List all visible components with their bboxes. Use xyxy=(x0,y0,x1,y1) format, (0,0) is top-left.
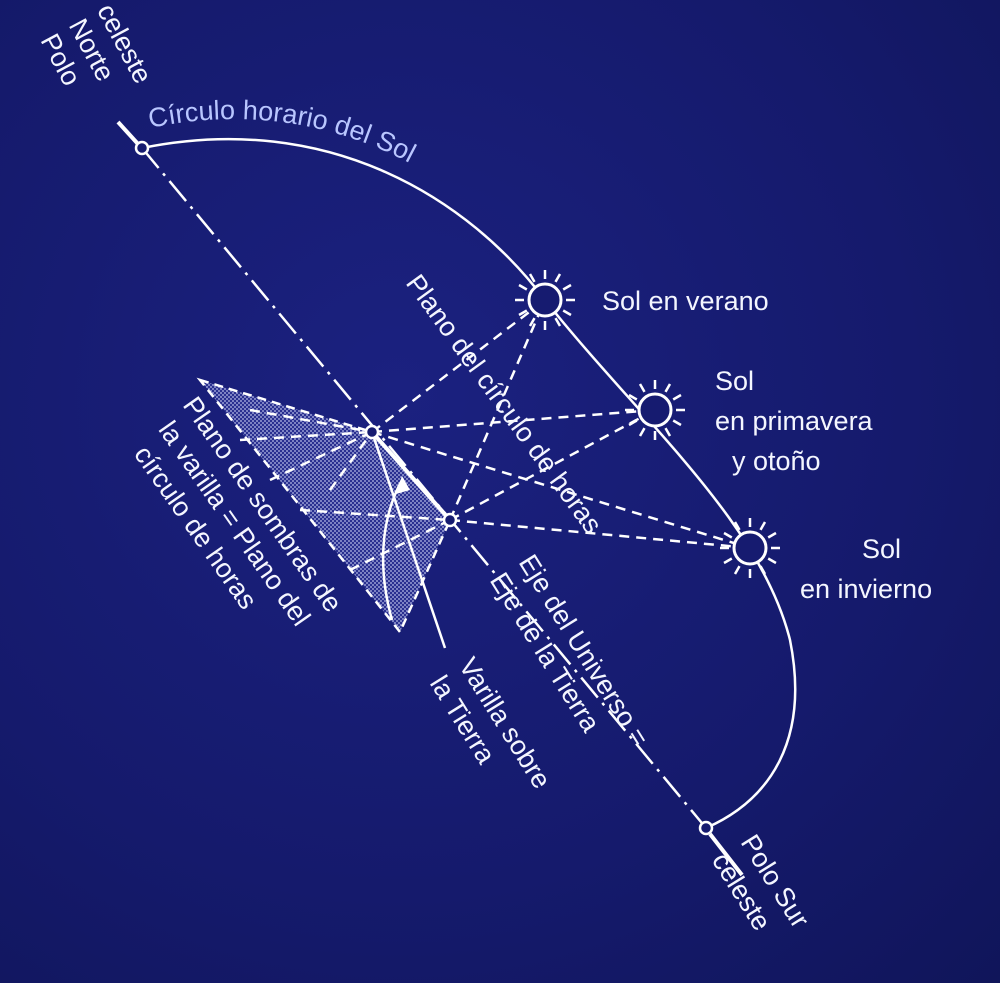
north-pole-label: Polo Norte celeste xyxy=(35,0,158,91)
rod-base-point xyxy=(442,512,458,528)
rod-leader xyxy=(370,431,447,649)
label-line: Sol xyxy=(862,534,901,564)
sun-winter-icon xyxy=(720,518,780,578)
label-line: y otoño xyxy=(732,446,821,476)
label-line: en primavera xyxy=(715,406,874,436)
hour-circle-label: Círculo horario del Sol xyxy=(146,95,421,168)
rod-top-point xyxy=(364,424,380,440)
angle-arc-arrow xyxy=(381,479,404,621)
south-pole-point xyxy=(698,820,714,836)
hour-circle-label-text: Círculo horario del Sol xyxy=(146,95,421,168)
south-pole-stub xyxy=(708,832,744,877)
rod xyxy=(370,430,452,522)
label-line: en invierno xyxy=(800,574,932,604)
arrowhead-icon xyxy=(396,476,410,494)
sun-equinox-label: Sol en primavera y otoño xyxy=(715,366,874,476)
shadow-lines xyxy=(239,408,451,572)
sun-winter-label: Sol en invierno xyxy=(800,534,932,604)
label-line: Sol xyxy=(715,366,754,396)
rod-label: Varilla sobre la Tierra xyxy=(424,652,557,793)
north-pole-stub xyxy=(116,120,140,146)
sun-equinox-icon xyxy=(625,380,685,440)
sun-summer-label: Sol en verano xyxy=(602,286,769,316)
sun-ray-lines xyxy=(371,299,751,550)
sun-summer-icon xyxy=(515,270,575,330)
north-pole-point xyxy=(134,140,150,156)
shadow-plane xyxy=(196,377,452,635)
